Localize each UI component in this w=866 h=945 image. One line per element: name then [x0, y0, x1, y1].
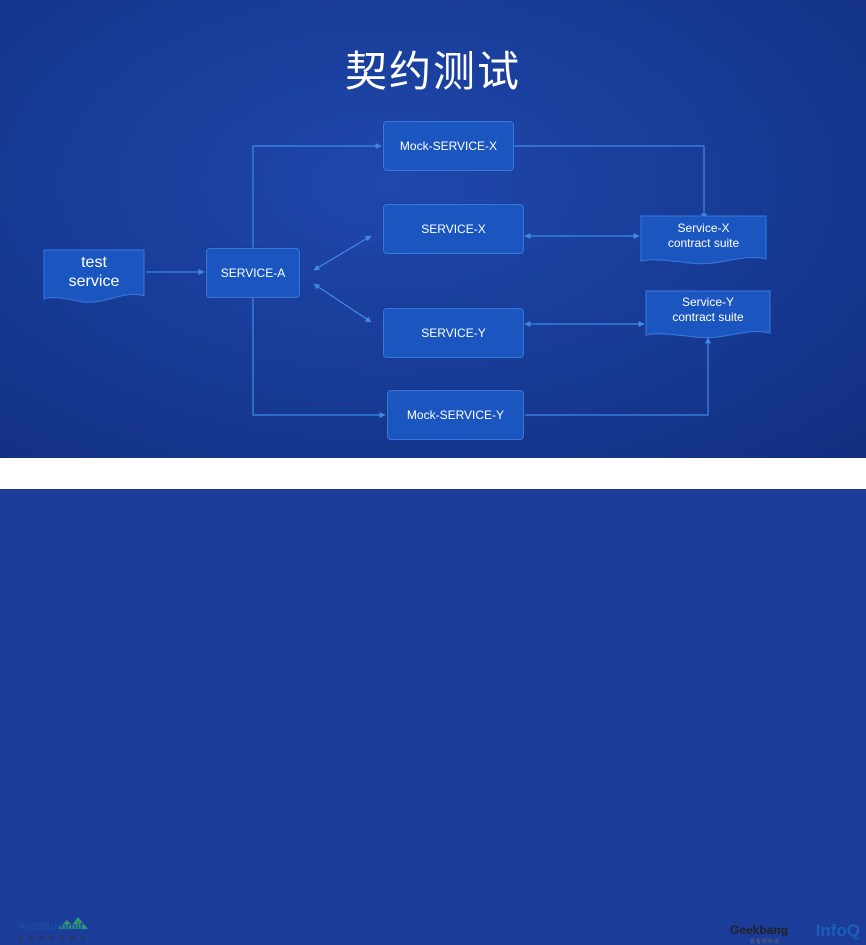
- contract-x-label-line1: Service-X: [677, 221, 730, 235]
- edge-service-a-to-mock-y: [252, 298, 386, 418]
- slide-canvas: 契约测试: [0, 0, 866, 458]
- document-shape: [43, 249, 145, 303]
- archsummit-logo: ArchSummit 全 球 架 构 师 峰 会: [18, 917, 90, 943]
- node-service-a: SERVICE-A: [206, 248, 300, 298]
- node-test-service: test service: [43, 249, 145, 306]
- geekbang-subtitle: 极客邦科技: [750, 939, 781, 945]
- service-y-label: SERVICE-Y: [421, 326, 486, 340]
- contract-x-label-line2: contract suite: [667, 236, 740, 250]
- mock-service-x-label: Mock-SERVICE-X: [399, 139, 498, 153]
- test-service-label-line2: service: [68, 273, 120, 290]
- geekbang-wordmark: Geekbang: [730, 923, 789, 937]
- edge-mock-y-to-contract-y: [525, 337, 711, 416]
- document-shape: [645, 290, 771, 339]
- node-mock-service-x: Mock-SERVICE-X: [383, 121, 514, 171]
- node-service-x: SERVICE-X: [383, 204, 524, 254]
- mock-service-y-label: Mock-SERVICE-Y: [406, 408, 505, 422]
- test-service-label-line1: test: [81, 254, 107, 271]
- archsummit-wordmark: ArchSummit: [18, 921, 84, 933]
- connector-lines: [146, 143, 711, 418]
- slide-title: 契约测试: [344, 47, 521, 96]
- contract-y-label-line1: Service-Y: [681, 295, 734, 309]
- archsummit-subtitle: 全 球 架 构 师 峰 会: [18, 936, 88, 942]
- edge-service-a-service-y: [313, 283, 372, 323]
- service-x-label: SERVICE-X: [421, 222, 486, 236]
- partner-logos: Geekbang 极客邦科技 InfoQ: [730, 921, 860, 945]
- edge-service-a-to-mock-x: [252, 143, 382, 248]
- node-service-y: SERVICE-Y: [383, 308, 524, 358]
- node-contract-y: Service-Y contract suite: [645, 290, 771, 340]
- node-contract-x: Service-X contract suite: [640, 215, 767, 266]
- footer-bar: ArchSummit 全 球 架 构 师 峰 会 Geekbang 极客邦科技 …: [0, 458, 866, 945]
- contract-y-label-line2: contract suite: [672, 310, 744, 324]
- edge-service-a-service-x: [313, 235, 372, 271]
- service-a-label: SERVICE-A: [220, 266, 286, 280]
- edge-mock-x-to-contract-x: [514, 145, 707, 220]
- document-shape: [640, 215, 767, 265]
- node-mock-service-y: Mock-SERVICE-Y: [387, 390, 524, 440]
- infoq-wordmark: InfoQ: [815, 921, 860, 940]
